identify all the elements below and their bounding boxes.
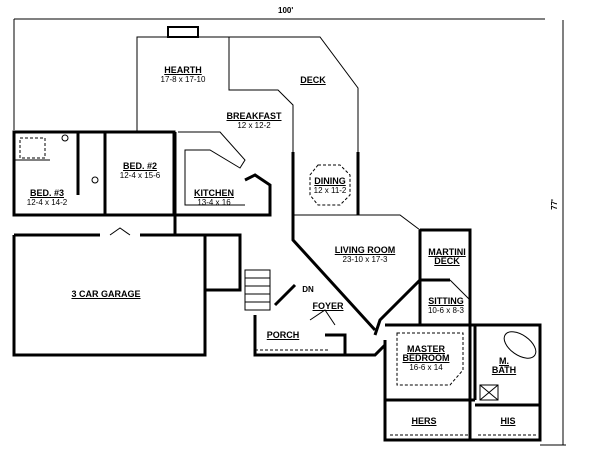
room-label-hers: HERS [411,416,437,426]
depth-dimension: 77' [549,199,559,210]
hearth-walls [136,26,359,215]
porch-walls [253,309,387,357]
master-suite-walls [383,323,542,442]
dining-walls [291,152,360,215]
room-label-foyer: FOYER [312,301,344,311]
width-dimension: 100' [278,6,294,15]
living-room-walls [291,214,472,440]
stairs [205,233,297,311]
room-label-his: HIS [500,416,516,426]
room-label-deck: DECK [300,75,326,85]
garage-walls [12,215,207,357]
room-label-garage: 3 CAR GARAGE [71,289,141,299]
room-label-master-bath: M.BATH [491,356,517,375]
stair-down-label: DN [302,285,314,294]
room-label-porch: PORCH [266,330,300,340]
dimension-lines [13,18,566,446]
bedroom-wing-walls [12,130,272,217]
